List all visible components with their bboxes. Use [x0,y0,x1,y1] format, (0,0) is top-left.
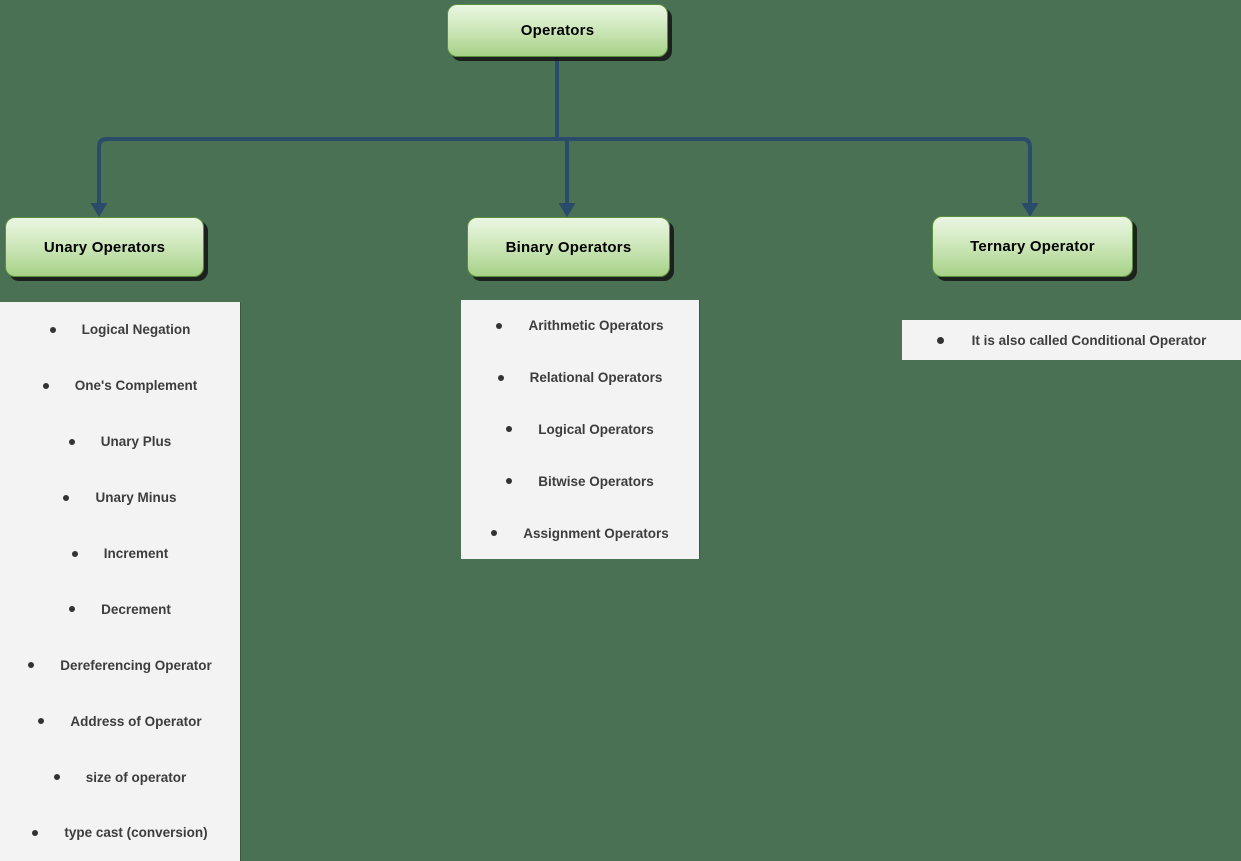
arrowhead-middle-icon [558,203,576,217]
connector-bracket [97,137,1032,205]
bullet-dot-icon [49,326,56,333]
list-item-label: Relational Operators [529,370,663,386]
bullet-dot-icon [63,494,70,501]
bullet-dot-icon [497,374,504,381]
list-item: size of operator [0,770,240,785]
list-item: Decrement [0,602,240,617]
arrowhead-left-icon [90,203,108,217]
node-unary-operators: Unary Operators [5,217,204,277]
bullet-dot-icon [506,478,513,485]
bullet-dot-icon [936,336,944,344]
bullet-dot-icon [42,382,49,389]
bullet-dot-icon [32,829,39,836]
list-item-label: size of operator [85,769,187,785]
node-binary-operators-label: Binary Operators [505,238,632,256]
bullet-dot-icon [71,550,78,557]
list-item: Unary Minus [0,490,240,505]
bullet-dot-icon [506,426,513,433]
list-item: Logical Negation [0,322,240,337]
bullet-dot-icon [53,774,60,781]
node-operators: Operators [447,4,668,57]
list-item: Assignment Operators [461,526,699,541]
list-item-label: It is also called Conditional Operator [971,332,1207,348]
list-item: It is also called Conditional Operator [902,333,1241,348]
list-item: Arithmetic Operators [461,318,699,333]
list-item: Relational Operators [461,370,699,385]
bullet-dot-icon [38,718,45,725]
binary-operators-list-panel: Arithmetic Operators Relational Operator… [461,300,699,559]
bullet-dot-icon [68,438,75,445]
list-item-label: Logical Negation [81,322,191,338]
bullet-dot-icon [28,662,35,669]
list-item: Address of Operator [0,714,240,729]
list-item-label: Unary Minus [95,490,177,506]
list-item-label: Assignment Operators [523,525,669,541]
list-item-label: Bitwise Operators [538,473,654,489]
bullet-dot-icon [491,530,498,537]
list-item: Logical Operators [461,422,699,437]
list-item: One's Complement [0,378,240,393]
node-binary-operators: Binary Operators [467,217,670,277]
node-unary-operators-label: Unary Operators [43,238,166,256]
list-item-label: Logical Operators [538,421,654,437]
node-ternary-operator-label: Ternary Operator [970,238,1095,255]
list-item: Bitwise Operators [461,474,699,489]
list-item-label: Decrement [101,601,171,617]
node-ternary-operator: Ternary Operator [932,216,1133,277]
list-item: Unary Plus [0,434,240,449]
list-item-label: One's Complement [74,378,198,394]
list-item-label: Address of Operator [70,713,202,729]
list-item-label: type cast (conversion) [64,825,208,841]
unary-operators-list-panel: Logical Negation One's Complement Unary … [0,302,240,861]
list-item-label: Increment [103,546,169,561]
ternary-operator-note-panel: It is also called Conditional Operator [902,320,1241,360]
node-operators-label: Operators [520,22,595,39]
list-item: type cast (conversion) [0,825,240,840]
list-item-label: Arithmetic Operators [528,318,664,334]
bullet-dot-icon [69,606,76,613]
arrowhead-right-icon [1021,203,1039,217]
bullet-dot-icon [496,322,503,329]
list-item-label: Dereferencing Operator [60,657,212,673]
list-item-label: Unary Plus [100,434,172,450]
list-item: Increment [0,546,240,561]
list-item: Dereferencing Operator [0,658,240,673]
